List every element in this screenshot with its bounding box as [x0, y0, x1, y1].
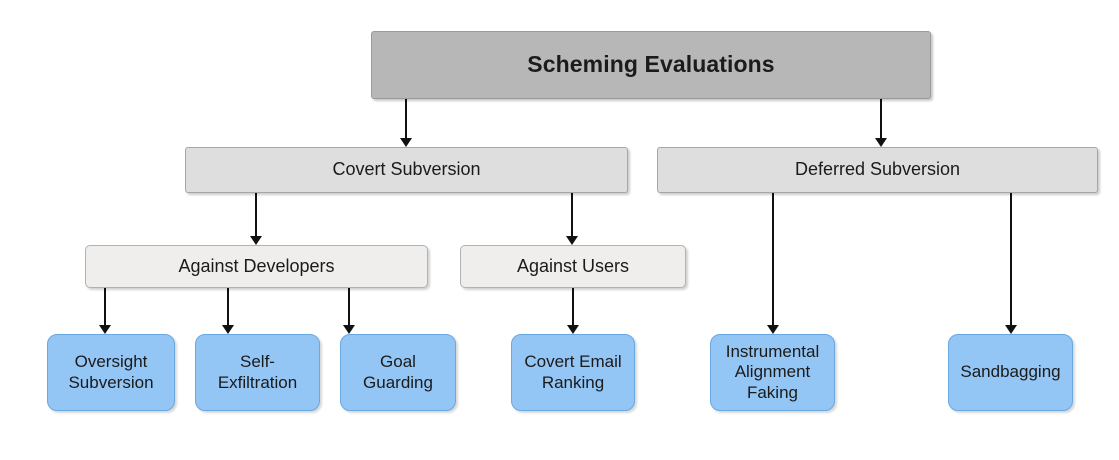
edge-against-developers-to-self-exfiltration: [222, 288, 234, 334]
edge-against-users-to-covert-email-ranking: [567, 288, 579, 334]
node-against-developers[interactable]: Against Developers: [85, 245, 428, 288]
edge-covert-subversion-to-against-users: [566, 193, 578, 245]
node-sandbagging[interactable]: Sandbagging: [948, 334, 1073, 411]
node-scheming-evaluations[interactable]: Scheming Evaluations: [371, 31, 931, 99]
node-covert-subversion[interactable]: Covert Subversion: [185, 147, 628, 193]
edge-deferred-subversion-to-instrumental-alignment-faking: [767, 193, 779, 334]
node-covert-email-ranking[interactable]: Covert Email Ranking: [511, 334, 635, 411]
node-oversight-subversion[interactable]: Oversight Subversion: [47, 334, 175, 411]
edge-root-to-covert-subversion: [400, 99, 412, 147]
node-instrumental-alignment-faking[interactable]: Instrumental Alignment Faking: [710, 334, 835, 411]
edge-covert-subversion-to-against-developers: [250, 193, 262, 245]
node-deferred-subversion[interactable]: Deferred Subversion: [657, 147, 1098, 193]
edge-deferred-subversion-to-sandbagging: [1005, 193, 1017, 334]
edge-against-developers-to-oversight-subversion: [99, 288, 111, 334]
edge-against-developers-to-goal-guarding: [343, 288, 355, 334]
node-goal-guarding[interactable]: Goal Guarding: [340, 334, 456, 411]
node-against-users[interactable]: Against Users: [460, 245, 686, 288]
node-self-exfiltration[interactable]: Self- Exfiltration: [195, 334, 320, 411]
edge-root-to-deferred-subversion: [875, 99, 887, 147]
